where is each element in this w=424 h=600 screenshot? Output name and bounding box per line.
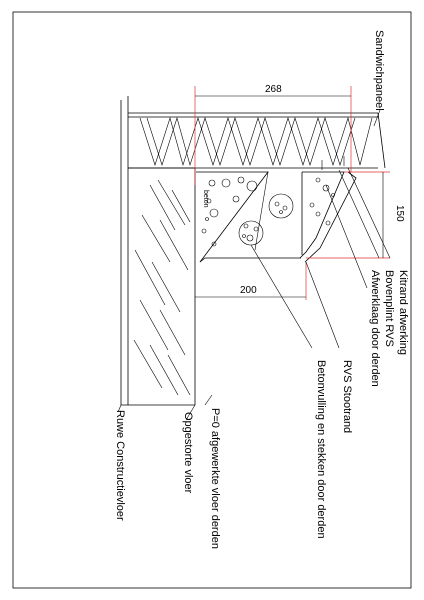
sandwich-panel [128,112,386,169]
label-bovenplint-rvs: Bovenplint RVS [383,270,395,347]
leader-lines [117,109,391,421]
concrete-fill [196,171,301,263]
label-betonvulling: Betonvulling en stekken door derden [315,360,327,539]
dimension-150: 150 [306,171,405,259]
label-beton: beton [202,190,209,208]
drawing-frame [12,11,412,589]
label-p0: P=0 afgewerkte vloer derden [209,408,221,549]
label-opgestorte-vloer: Opgestorte vloer [182,412,194,494]
label-afwerklaag: Afwerklaag door derden [369,270,381,387]
dim-200-text: 200 [240,285,257,296]
dim-268-text: 268 [265,84,282,95]
label-sandwichpaneel: Sandwichpaneel [373,30,385,111]
label-rvs-stootrand: RVS Stootrand [341,360,353,433]
stainless-curb [299,156,357,263]
dimension-268: 268 [194,84,352,185]
label-kitrand-afwerking: Kitrand afwerking [397,270,409,355]
dimension-200: 200 [195,262,307,300]
label-ruwe-constructievloer: Ruwe Constructievloer [114,410,126,521]
dim-150-text: 150 [394,205,405,222]
construction-floor [120,96,196,406]
